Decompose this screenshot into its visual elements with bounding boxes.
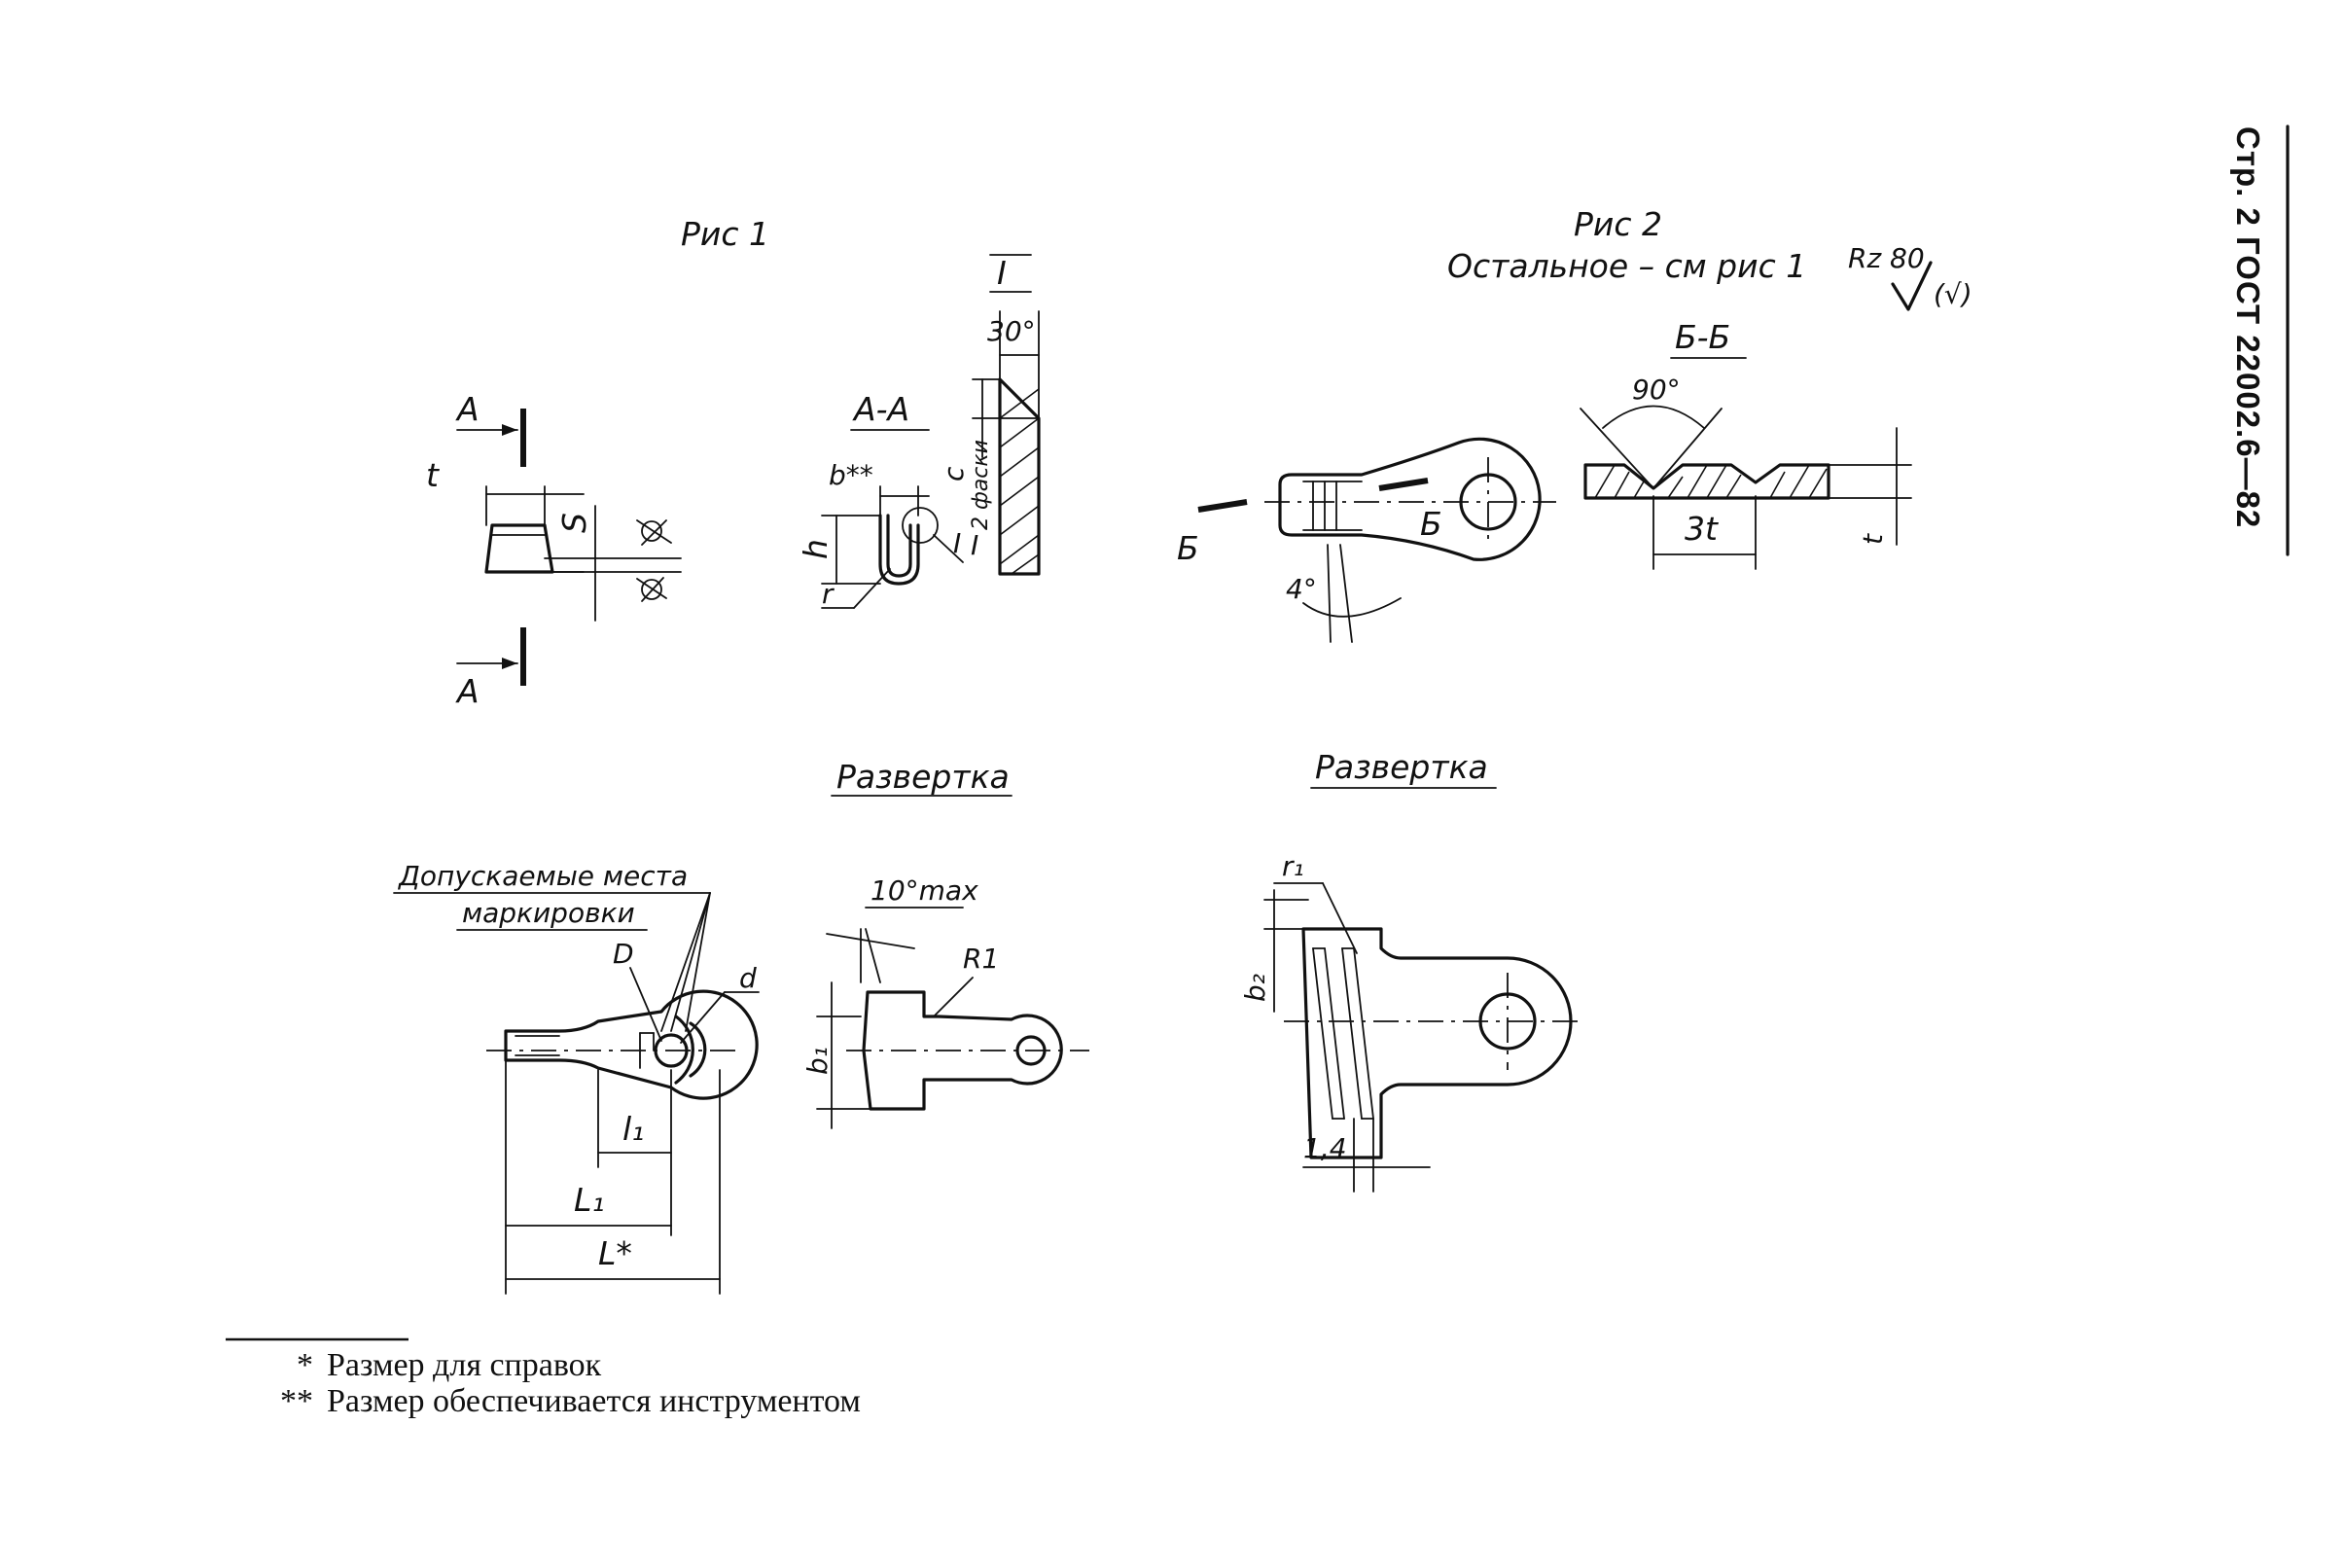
fig2-lug-top-view: Б Б 4° (1177, 437, 1556, 643)
dim-t-bb: t (1857, 533, 1889, 545)
radius-R1: R1 (963, 943, 999, 975)
section-a-marker-top: А (455, 390, 526, 467)
razvertka-left-title: Развертка (836, 758, 1010, 796)
fig1-pin-profile: t S (426, 456, 682, 622)
dim-d: d (739, 962, 757, 994)
svg-text:(√): (√) (1934, 278, 1972, 310)
dim-s: S (555, 513, 593, 533)
detail-i-title: I (997, 254, 1007, 292)
dim-r: r (822, 578, 835, 610)
detail-leader: I (953, 527, 961, 559)
dim-L: L* (598, 1234, 632, 1272)
fig1-title: Рис 1 (681, 215, 769, 253)
dim-D: D (613, 938, 634, 970)
fig1-section-aa: b** h r I (797, 459, 964, 610)
dim-h: h (797, 539, 835, 559)
dim-r1: r₁ (1282, 850, 1304, 882)
detail-leader-2: I (971, 529, 978, 561)
razvertka-left-side-view: 10°max R1 b₁ (801, 874, 1089, 1129)
dim-1-4: 1,4 (1303, 1132, 1347, 1164)
footnote-1-mark: * (297, 1347, 313, 1383)
dim-t: t (426, 456, 440, 494)
chamfer-label: 2 фаски (969, 440, 993, 530)
angle-30: 30° (987, 315, 1036, 347)
page-header: Стр. 2 ГОСТ 22002.6—82 (2230, 126, 2266, 528)
svg-text:маркировки: маркировки (462, 897, 635, 929)
razvertka-right-flat-blank: r₁ b₂ 1,4 (1239, 850, 1585, 1193)
section-a-marker-bottom: А (455, 627, 526, 710)
angle-4: 4° (1286, 573, 1317, 605)
svg-text:А: А (455, 390, 480, 428)
fig1-detail-i: 30° c 2 фаски I (938, 310, 1041, 576)
section-bb-title: Б-Б (1675, 318, 1730, 356)
fig2-title: Рис 2 (1574, 205, 1662, 243)
razvertka-right-title: Развертка (1315, 748, 1488, 786)
roughness-symbol: Rz 80 (√) (1848, 242, 1972, 311)
dim-3t: 3t (1685, 510, 1719, 548)
footnote-1-text: Размер для справок (327, 1347, 602, 1383)
svg-text:Rz 80: Rz 80 (1848, 242, 1925, 274)
svg-text:Допускаемые места: Допускаемые места (397, 860, 688, 892)
footnote-2-text: Размер обеспечивается инструментом (327, 1383, 861, 1419)
marking-label: Допускаемые места маркировки (393, 860, 711, 1032)
fig2-section-bb: 90° 3t t (1580, 374, 1912, 570)
dim-b2: b₂ (1239, 974, 1271, 1002)
footnote-2: ** Размер обеспечивается инструментом (263, 1383, 861, 1420)
section-aa-title: А-А (852, 390, 909, 428)
fig2-subtitle: Остальное – см рис 1 (1447, 247, 1806, 285)
weld-symbol-icon (636, 519, 672, 602)
angle-90: 90° (1632, 374, 1681, 406)
dim-b1: b₁ (801, 1047, 834, 1075)
razvertka-left-flat-blank: D d l₁ L₁ L* (486, 938, 760, 1295)
svg-text:А: А (455, 672, 480, 710)
section-b-right: Б (1420, 505, 1442, 543)
footnote-2-mark: ** (280, 1383, 313, 1419)
footnote-1: * Размер для справок (263, 1347, 601, 1384)
section-b-left: Б (1177, 529, 1199, 567)
dim-L1: L₁ (574, 1181, 605, 1219)
angle-10-max: 10°max (870, 874, 978, 907)
dim-b: b** (829, 459, 873, 491)
dim-c: c (938, 466, 970, 481)
dim-l1: l₁ (622, 1110, 644, 1148)
